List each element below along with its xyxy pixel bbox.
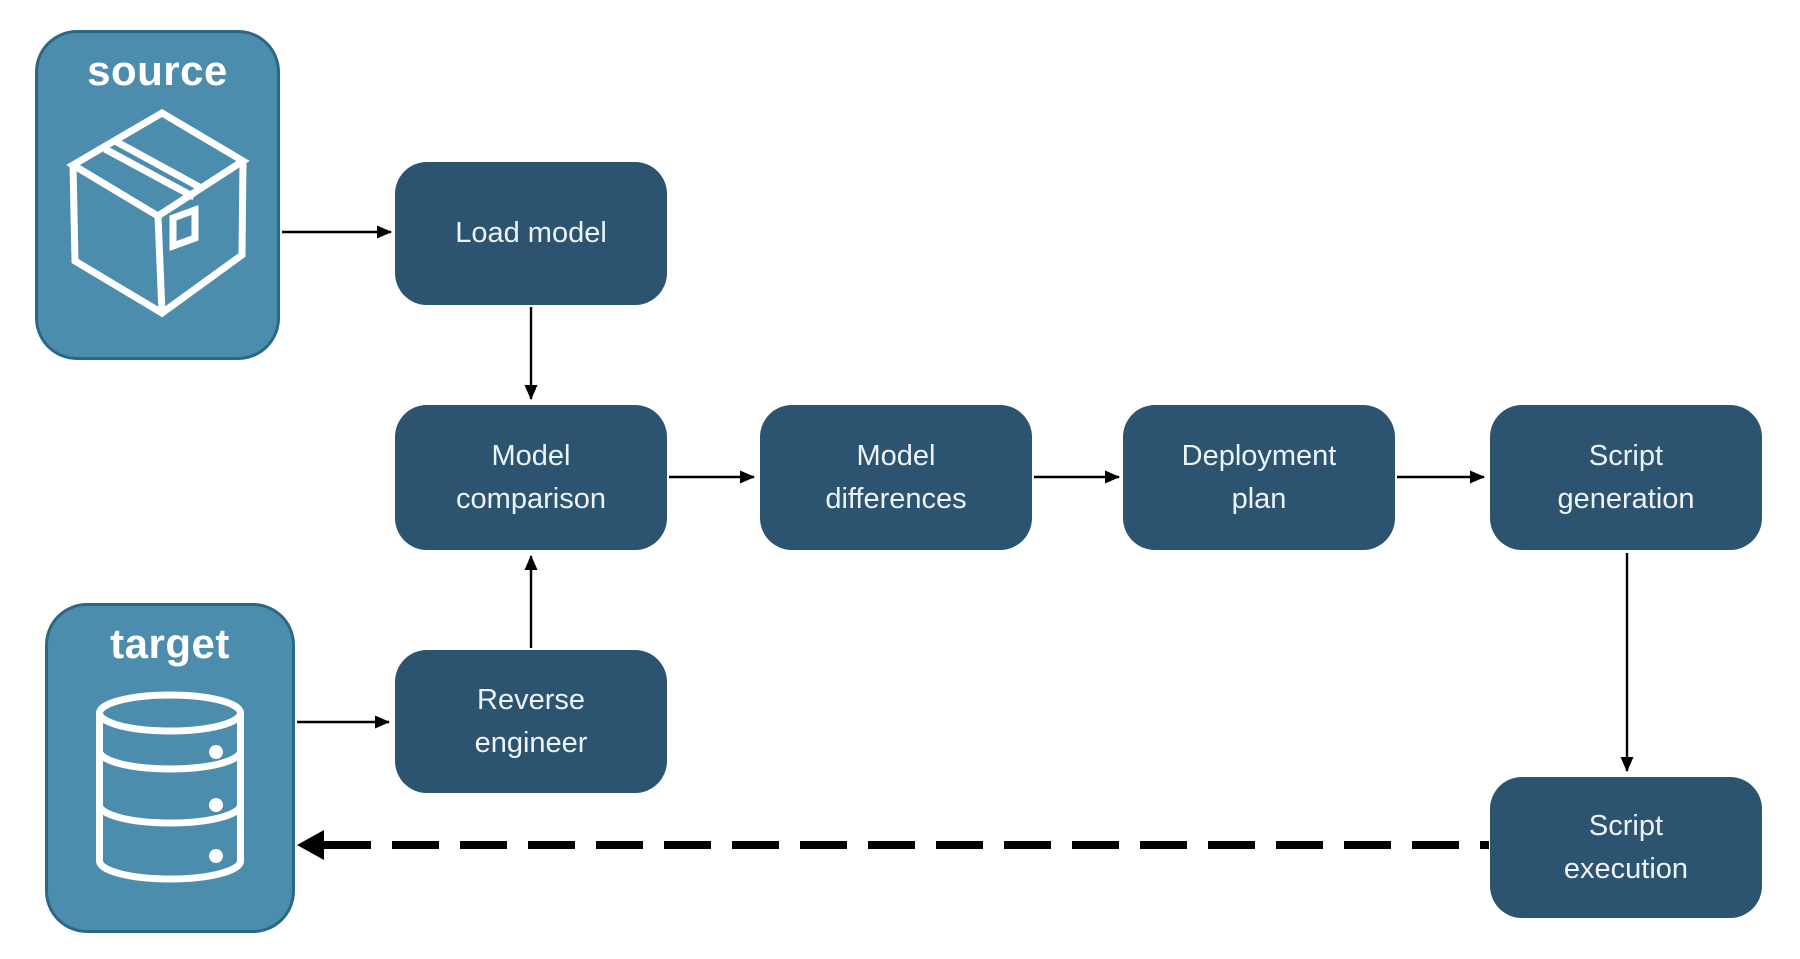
node-model-comparison: Model comparison	[395, 405, 667, 550]
endpoint-source-label: source	[87, 47, 228, 94]
node-model-differences-label: Model differences	[825, 440, 967, 515]
node-load-model: Load model	[395, 162, 667, 305]
node-load-model-label: Load model	[455, 217, 607, 250]
endpoint-source: source	[35, 30, 280, 360]
node-script-execution: Script execution	[1490, 777, 1762, 918]
node-reverse-engineer-label: Reverse engineer	[474, 684, 588, 759]
node-model-comparison-label: Model comparison	[456, 440, 606, 515]
endpoint-target-label: target	[110, 620, 230, 667]
node-model-differences: Model differences	[760, 405, 1032, 550]
database-icon	[96, 691, 244, 883]
arrow-script-execution-to-target	[297, 830, 1489, 860]
dashed-arrow-head	[297, 830, 324, 860]
node-reverse-engineer: Reverse engineer	[395, 650, 667, 793]
node-deployment-plan-label: Deployment plan	[1181, 440, 1337, 515]
node-deployment-plan: Deployment plan	[1123, 405, 1395, 550]
node-script-execution-label: Script execution	[1563, 810, 1689, 885]
node-script-generation: Script generation	[1490, 405, 1762, 550]
package-icon	[65, 108, 250, 318]
endpoint-target: target	[45, 603, 295, 933]
node-script-generation-label: Script generation	[1557, 440, 1695, 515]
